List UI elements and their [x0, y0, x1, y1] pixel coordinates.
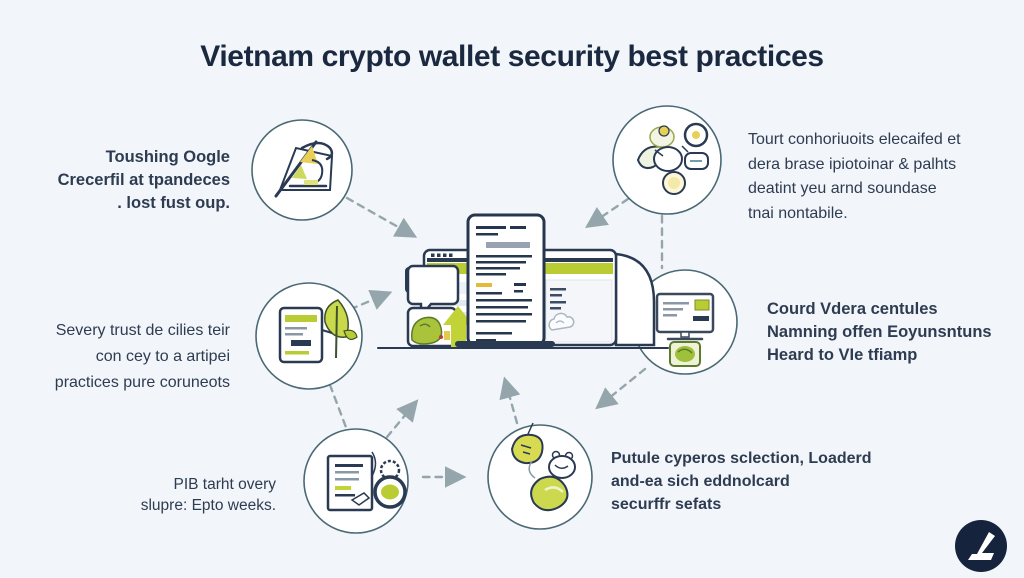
note-line: Heard to VIe tfiamp: [767, 346, 918, 364]
note-line: securffr sefats: [611, 496, 722, 513]
note-line: Courd Vdera centules: [767, 300, 938, 318]
arrow-bottomcenter-to-center: [499, 376, 521, 425]
arrow-midleft-to-center: [337, 290, 393, 316]
brand-logo: [954, 519, 1008, 573]
green-mascot-icon: [411, 316, 443, 345]
arrow-bottomleft-to-center: [385, 399, 419, 439]
certificate-seal-icon: [326, 451, 407, 512]
note-line: slupre: Epto weeks.: [140, 497, 276, 514]
brand-logo-l-mark: [955, 520, 1007, 572]
note-bottom-left: PIB tarht overy slupre: Epto weeks.: [108, 474, 276, 516]
note-line: Namning offen Eoyunsntuns: [767, 323, 992, 341]
arrow-topright-to-center: [585, 197, 630, 229]
up-arrow-icon: [443, 306, 473, 347]
note-line: deatint yeu arnd soundase: [748, 180, 937, 197]
note-line: practices pure coruneots: [54, 374, 230, 391]
note-line: Severy trust de cilies teir: [55, 322, 230, 339]
note-mid-right: Courd Vdera centules Namning offen Eoyun…: [767, 298, 1007, 367]
note-top-right: Tourt conhoriuoits elecaifed et dera bra…: [748, 128, 1000, 226]
note-line: tnai nontabile.: [748, 204, 848, 222]
arrow-topleft-to-center: [345, 196, 418, 238]
note-line: dera brase ipiotoinar & palhts: [748, 155, 957, 173]
connector-arrows: [328, 196, 664, 488]
browser-panel-lines: [550, 288, 566, 310]
crypto-wallet-browser-illustration: [377, 213, 669, 349]
note-line: con cey to a artipei: [95, 348, 230, 365]
desktop-monitor-card-icon: [655, 292, 715, 367]
note-line: . lost fust oup.: [117, 194, 230, 212]
shield-blobs-icon: [510, 422, 576, 512]
community-cluster-icon: [636, 122, 709, 195]
note-line: Crecerfil at tpandeces: [57, 171, 230, 189]
note-line: Toushing Oogle: [105, 148, 230, 166]
page-title: Vietnam crypto wallet security best prac…: [200, 40, 824, 73]
note-line: Putule cyperos sclection, Loaderd: [611, 450, 872, 467]
logo-glyph-icon: [968, 532, 995, 560]
note-line: and-ea sich eddnolcard: [611, 473, 790, 490]
note-mid-left: Severy trust de cilies teir con cey to a…: [24, 318, 230, 396]
note-top-left: Toushing Oogle Crecerfil at tpandeces . …: [28, 146, 230, 215]
note-line: PIB tarht overy: [173, 476, 276, 493]
arrow-midright-to-bottomcenter: [595, 367, 647, 410]
note-line: Tourt conhoriuoits elecaifed et: [748, 131, 961, 148]
note-bottom-right: Putule cyperos sclection, Loaderd and-ea…: [611, 447, 893, 516]
connector-midleft-bottomleft: [328, 383, 349, 432]
hardware-wallet-sketch-icon: [274, 140, 334, 198]
document-text-lines: [476, 226, 532, 342]
browser-toolbar-dots: [431, 253, 453, 257]
tablet-leaf-icon: [278, 299, 358, 364]
